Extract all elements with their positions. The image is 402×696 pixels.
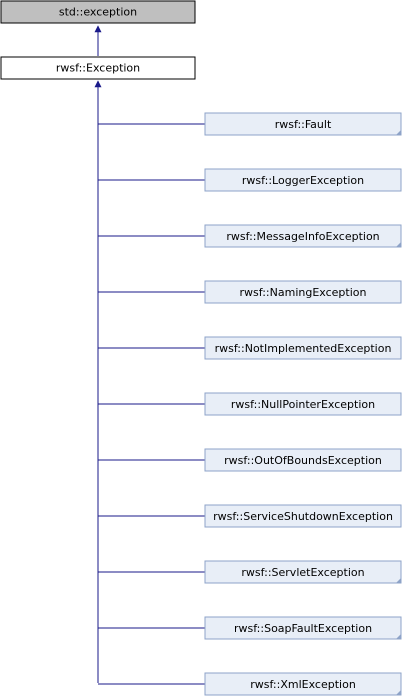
node-fault[interactable]: rwsf::Fault xyxy=(204,112,402,136)
node-box xyxy=(204,672,402,696)
node-label-service-shutdown-exception: rwsf::ServiceShutdownException xyxy=(213,510,393,523)
node-label-rwsf-exception: rwsf::Exception xyxy=(56,62,140,75)
node-box xyxy=(204,336,402,360)
node-null-pointer-exception[interactable]: rwsf::NullPointerException xyxy=(204,392,402,416)
node-logger-exception[interactable]: rwsf::LoggerException xyxy=(204,168,402,192)
more-indicator-icon xyxy=(396,690,401,695)
node-label-std-exception: std::exception xyxy=(59,6,137,19)
node-label-logger-exception: rwsf::LoggerException xyxy=(242,174,364,187)
node-label-fault: rwsf::Fault xyxy=(275,118,332,131)
node-label-soap-fault-exception: rwsf::SoapFaultException xyxy=(234,622,372,635)
node-servlet-exception[interactable]: rwsf::ServletException xyxy=(204,560,402,584)
node-box xyxy=(204,168,402,192)
node-label-xml-exception: rwsf::XmlException xyxy=(250,678,356,691)
node-label-servlet-exception: rwsf::ServletException xyxy=(241,566,364,579)
more-indicator-icon xyxy=(396,130,401,135)
node-label-out-of-bounds-exception: rwsf::OutOfBoundsException xyxy=(224,454,382,467)
more-indicator-icon xyxy=(396,634,401,639)
edges xyxy=(94,25,205,685)
node-xml-exception[interactable]: rwsf::XmlException xyxy=(204,672,402,696)
node-label-naming-exception: rwsf::NamingException xyxy=(240,286,367,299)
node-rwsf-exception[interactable]: rwsf::Exception xyxy=(0,56,196,80)
node-soap-fault-exception[interactable]: rwsf::SoapFaultException xyxy=(204,616,402,640)
node-not-implemented-exception[interactable]: rwsf::NotImplementedException xyxy=(204,336,402,360)
node-box xyxy=(204,504,402,528)
node-label-not-implemented-exception: rwsf::NotImplementedException xyxy=(215,342,392,355)
child-nodes: rwsf::Faultrwsf::LoggerExceptionrwsf::Me… xyxy=(204,112,402,696)
node-label-null-pointer-exception: rwsf::NullPointerException xyxy=(231,398,375,411)
node-box xyxy=(204,616,402,640)
node-label-message-info-exception: rwsf::MessageInfoException xyxy=(226,230,379,243)
node-box xyxy=(204,112,402,136)
more-indicator-icon xyxy=(396,242,401,247)
node-std-exception[interactable]: std::exception xyxy=(0,0,196,24)
node-service-shutdown-exception[interactable]: rwsf::ServiceShutdownException xyxy=(204,504,402,528)
node-box xyxy=(204,560,402,584)
node-box xyxy=(204,392,402,416)
node-out-of-bounds-exception[interactable]: rwsf::OutOfBoundsException xyxy=(204,448,402,472)
node-naming-exception[interactable]: rwsf::NamingException xyxy=(204,280,402,304)
node-message-info-exception[interactable]: rwsf::MessageInfoException xyxy=(204,224,402,248)
node-box xyxy=(204,224,402,248)
node-box xyxy=(204,280,402,304)
node-box xyxy=(204,448,402,472)
more-indicator-icon xyxy=(396,578,401,583)
